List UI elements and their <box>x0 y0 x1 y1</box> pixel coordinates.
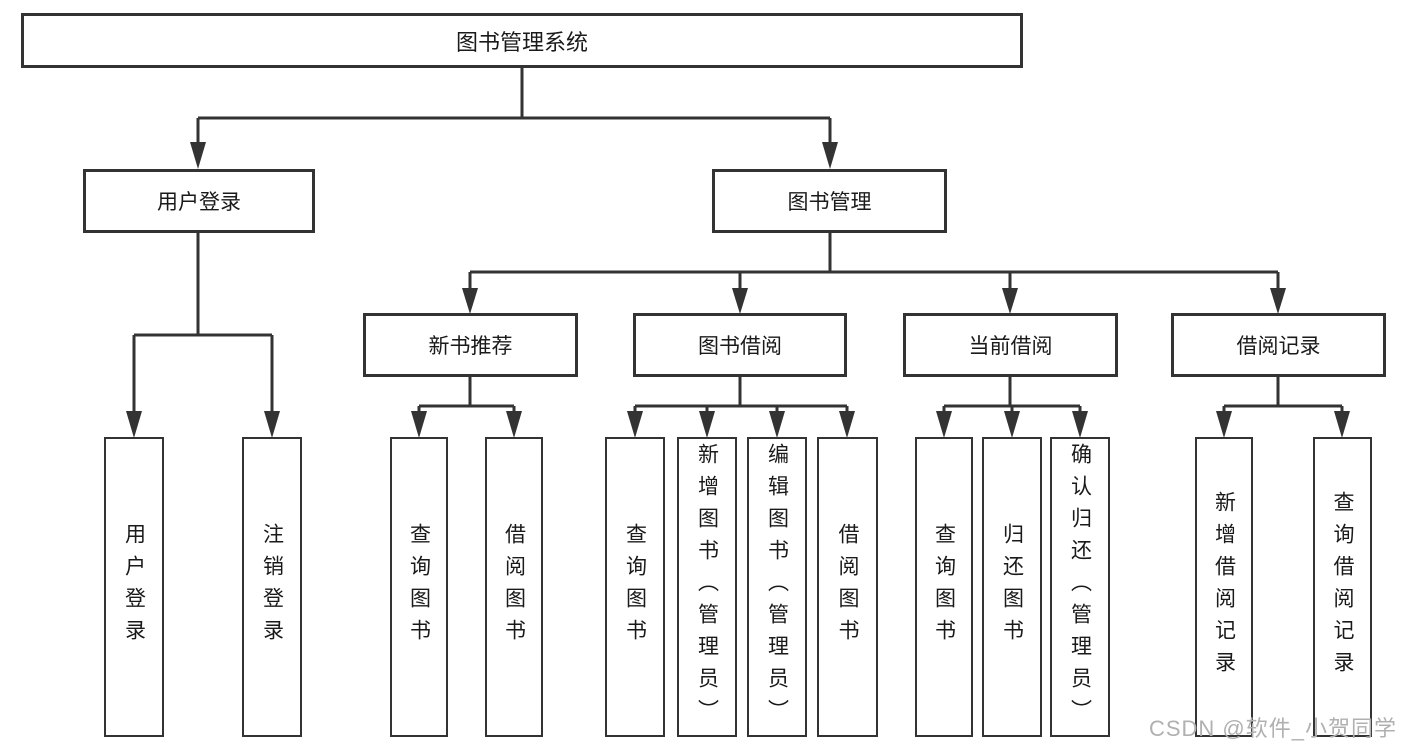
leaf-logout: 注销登录 <box>242 437 302 737</box>
leaf-borrow-books-2-label: 借阅图书 <box>836 523 859 651</box>
leaf-user-login: 用户登录 <box>104 437 164 737</box>
leaf-user-login-label: 用户登录 <box>122 523 146 651</box>
leaf-borrow-books-2: 借阅图书 <box>817 437 878 737</box>
leaf-query-books-3: 查询图书 <box>915 437 973 737</box>
leaf-edit-books-admin-label: 编辑图书（管理员） <box>765 443 789 731</box>
node-borrowing-records-label: 借阅记录 <box>1236 335 1321 358</box>
leaf-logout-label: 注销登录 <box>260 523 284 651</box>
leaf-borrow-books-1-label: 借阅图书 <box>502 523 526 651</box>
leaf-query-books-1: 查询图书 <box>390 437 448 737</box>
leaf-query-borrow-record-label: 查询借阅记录 <box>1331 491 1354 683</box>
node-book-management: 图书管理 <box>712 169 947 233</box>
leaf-borrow-books-1: 借阅图书 <box>485 437 543 737</box>
leaf-return-books-label: 归还图书 <box>1000 523 1024 651</box>
node-library-system: 图书管理系统 <box>21 13 1023 68</box>
leaf-confirm-return-admin: 确认归还（管理员） <box>1050 437 1110 737</box>
node-current-borrowing-label: 当前借阅 <box>968 335 1053 358</box>
leaf-confirm-return-admin-label: 确认归还（管理员） <box>1068 443 1092 731</box>
leaf-query-books-2: 查询图书 <box>605 437 665 737</box>
node-new-book-recommendation-label: 新书推荐 <box>428 335 513 358</box>
node-new-book-recommendation: 新书推荐 <box>363 313 578 377</box>
node-book-borrowing-label: 图书借阅 <box>698 335 782 358</box>
leaf-return-books: 归还图书 <box>982 437 1042 737</box>
node-library-system-label: 图书管理系统 <box>455 29 588 55</box>
node-current-borrowing: 当前借阅 <box>903 313 1118 377</box>
leaf-query-books-3-label: 查询图书 <box>932 523 956 651</box>
csdn-watermark: CSDN @软件_小贺同学 <box>1148 716 1397 741</box>
node-user-login-label: 用户登录 <box>157 191 241 214</box>
leaf-add-books-admin: 新增图书（管理员） <box>677 437 737 737</box>
leaf-add-borrow-record-label: 新增借阅记录 <box>1212 491 1236 683</box>
node-book-borrowing: 图书借阅 <box>633 313 847 377</box>
leaf-edit-books-admin: 编辑图书（管理员） <box>747 437 807 737</box>
leaf-query-borrow-record: 查询借阅记录 <box>1313 437 1372 737</box>
node-borrowing-records: 借阅记录 <box>1171 313 1386 377</box>
leaf-query-books-2-label: 查询图书 <box>623 523 647 651</box>
node-book-management-label: 图书管理 <box>787 191 872 214</box>
leaf-add-borrow-record: 新增借阅记录 <box>1195 437 1253 737</box>
leaf-query-books-1-label: 查询图书 <box>407 523 431 651</box>
node-user-login: 用户登录 <box>83 169 315 233</box>
leaf-add-books-admin-label: 新增图书（管理员） <box>695 443 719 731</box>
